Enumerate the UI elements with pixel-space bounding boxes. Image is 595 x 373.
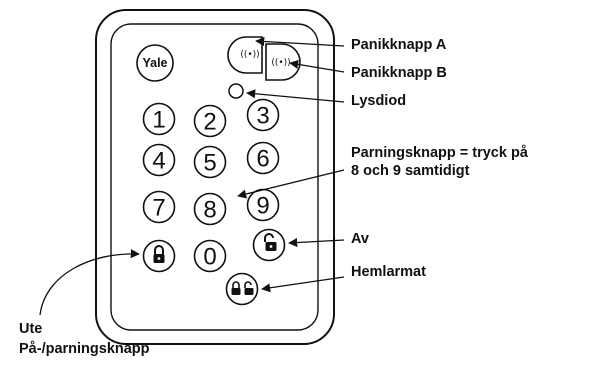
key-6[interactable]: 6 [246,141,280,175]
lock-pair-icon [231,281,254,295]
label-away-line1: Ute [19,321,43,337]
key-1[interactable]: 1 [142,102,176,136]
label-panic-a: Panikknapp A [351,37,447,53]
svg-text:5: 5 [203,150,216,177]
svg-text:7: 7 [152,195,165,222]
arrow-home [261,276,345,293]
keypad-outer-frame [95,9,335,345]
yale-logo-text: Yale [142,56,167,70]
disarm-button[interactable] [252,228,286,262]
key-2[interactable]: 2 [193,104,227,138]
key-4[interactable]: 4 [142,143,176,177]
panic-button-a[interactable]: ((•)) [227,36,263,74]
label-away-line2: På-/parningsknapp [19,341,150,357]
lock-open-icon [264,233,277,251]
arrow-led [246,89,345,103]
svg-text:3: 3 [256,103,269,130]
svg-text:4: 4 [152,148,165,175]
key-7[interactable]: 7 [142,190,176,224]
svg-text:1: 1 [152,107,165,134]
key-3[interactable]: 3 [246,98,280,132]
key-5[interactable]: 5 [193,145,227,179]
led-indicator [228,83,244,99]
label-off: Av [351,231,369,247]
arrow-panic-b [289,59,345,73]
svg-text:8: 8 [203,197,216,224]
label-pairing-line2: 8 och 9 samtidigt [351,163,470,179]
key-8[interactable]: 8 [193,192,227,226]
arrow-off [288,238,345,248]
arrow-pairing [237,169,345,199]
panic-button-b[interactable]: ((•)) [265,43,301,81]
lock-closed-icon [153,245,165,263]
panic-b-signal-icon: ((•)) [271,58,290,68]
svg-text:6: 6 [256,146,269,173]
label-home: Hemlarmat [351,264,426,280]
yale-logo: Yale [136,44,174,82]
svg-text:2: 2 [203,109,216,136]
panic-a-signal-icon: ((•)) [240,50,259,60]
arrow-panic-a [255,36,345,47]
label-pairing-line1: Parningsknapp = tryck på [351,145,528,161]
label-panic-b: Panikknapp B [351,65,447,81]
away-arm-button[interactable] [142,239,176,273]
key-0[interactable]: 0 [193,239,227,273]
svg-text:9: 9 [256,193,269,220]
key-9[interactable]: 9 [246,188,280,222]
home-arm-button[interactable] [225,272,259,306]
svg-text:0: 0 [203,244,216,271]
label-led: Lysdiod [351,93,407,109]
arrow-away [39,249,140,316]
